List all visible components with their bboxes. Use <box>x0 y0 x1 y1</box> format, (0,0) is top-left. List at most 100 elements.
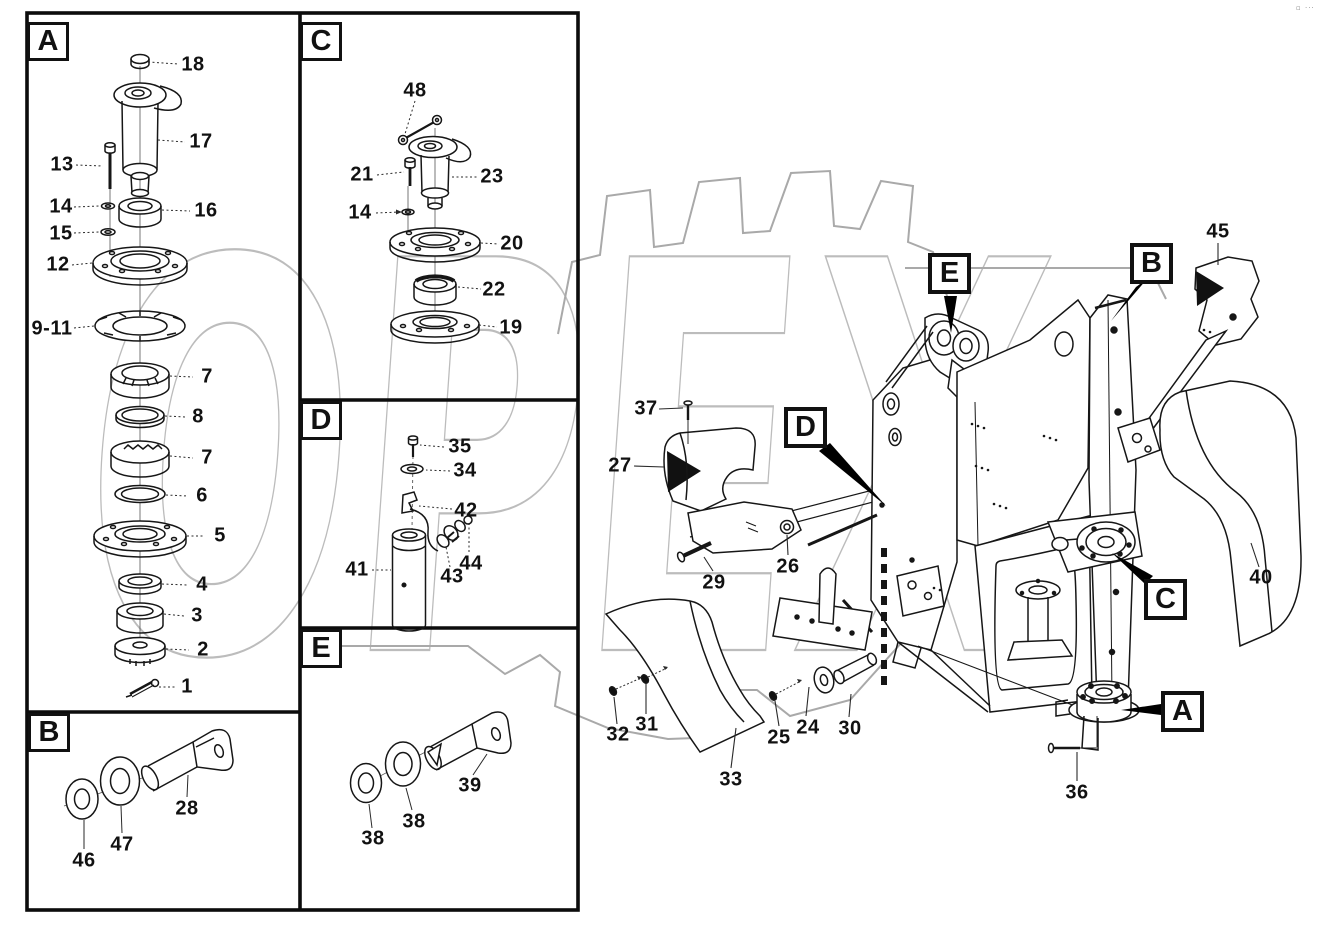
part-label-28: 28 <box>175 797 199 820</box>
panel-c-leaders <box>375 100 500 328</box>
part-19-flange <box>390 310 480 344</box>
panel-borders <box>25 11 580 912</box>
part-label-46: 46 <box>72 849 96 872</box>
part-label-20: 20 <box>500 232 524 255</box>
rod-anchor-plate <box>896 565 945 617</box>
part-label-42: 42 <box>454 499 478 522</box>
part-47-washer <box>99 756 141 806</box>
part-label-17: 17 <box>189 130 213 153</box>
part-14-washer <box>100 202 116 210</box>
part-label-7-lower: 7 <box>201 446 213 469</box>
part-label-43: 43 <box>440 565 464 588</box>
part-label-6: 6 <box>196 484 208 507</box>
part-label-7-upper: 7 <box>201 365 213 388</box>
hub-a <box>1055 680 1140 751</box>
part-8-ring <box>115 405 165 429</box>
part-34-washer <box>400 463 424 475</box>
part-label-29: 29 <box>702 571 726 594</box>
part-label-13: 13 <box>50 153 74 176</box>
bracket-27 <box>663 427 802 554</box>
panel-c-parts <box>375 100 500 344</box>
part-label-40: 40 <box>1249 566 1273 589</box>
part-label-21: 21 <box>350 163 374 186</box>
part-7-bearing-upper <box>110 362 170 399</box>
part-3-bushing <box>116 602 164 634</box>
part-41-cylinder <box>391 528 427 632</box>
tilt-rod <box>917 645 1097 715</box>
panel-b-leaders <box>83 774 189 849</box>
part-5-flange <box>93 520 187 558</box>
part-16-bushing <box>118 197 162 228</box>
callout-box-b: B <box>1130 243 1173 284</box>
part-label-9-11: 9-11 <box>31 317 73 340</box>
panel-label-d: D <box>300 401 342 440</box>
part-14-washer-c <box>401 208 415 216</box>
part-label-37: 37 <box>634 397 658 420</box>
part-label-15: 15 <box>49 222 73 245</box>
part-17-pin <box>113 82 183 198</box>
panel-letter-a: A <box>37 25 59 57</box>
part-label-36: 36 <box>1065 781 1089 804</box>
callout-arrow-a <box>1121 704 1161 715</box>
part-label-12: 12 <box>46 253 70 276</box>
part-6-ring <box>114 484 166 504</box>
callout-box-c: C <box>1144 579 1187 620</box>
part-label-39: 39 <box>458 774 482 797</box>
part-label-16: 16 <box>194 199 218 222</box>
part-12-flange <box>92 246 188 286</box>
bracket-45 <box>1117 256 1260 463</box>
part-label-2: 2 <box>197 638 209 661</box>
part-label-8: 8 <box>192 405 204 428</box>
part-35-bolt <box>407 435 419 457</box>
part-label-47: 47 <box>110 833 134 856</box>
part-28-pin <box>140 728 234 792</box>
part-label-23: 23 <box>480 165 504 188</box>
panel-label-c: C <box>300 22 342 61</box>
part-15-washer <box>100 228 116 236</box>
part-39-pin <box>424 711 512 771</box>
part-46-washer <box>65 778 99 820</box>
fender-40 <box>1159 380 1302 648</box>
part-22-bushing <box>413 274 457 306</box>
part-38-washer-2 <box>384 741 422 787</box>
part-1-cotter-pin <box>125 678 160 698</box>
part-label-38-1: 38 <box>361 827 385 850</box>
panel-letter-b: B <box>38 716 60 748</box>
callout-arrow-c <box>1112 553 1153 584</box>
part-label-31: 31 <box>635 713 659 736</box>
frame-pedestal <box>1006 578 1074 661</box>
leader-arrow-14 <box>396 209 402 215</box>
black-arrow-27 <box>667 451 701 492</box>
part-48-link <box>397 114 443 146</box>
part-label-22: 22 <box>482 278 506 301</box>
part-4-ring <box>118 573 162 595</box>
part-20-flange <box>389 227 481 263</box>
callout-letter-a: A <box>1172 695 1193 727</box>
panel-label-e: E <box>300 629 342 668</box>
part-9-11-lockplate <box>94 310 186 342</box>
corner-mark: ▫ ··· <box>1296 4 1315 12</box>
part-2-cap <box>114 636 166 666</box>
part-13-bolt <box>104 142 116 189</box>
main-leader-lines <box>613 243 1260 781</box>
part-label-30: 30 <box>838 717 862 740</box>
fender-33 <box>604 598 766 753</box>
part-18-cap <box>130 53 150 70</box>
weld-marks <box>932 328 1212 592</box>
part-label-19: 19 <box>499 316 523 339</box>
part-label-24: 24 <box>796 716 820 739</box>
part-label-44: 44 <box>459 552 483 575</box>
part-label-3: 3 <box>191 604 203 627</box>
callout-box-e: E <box>928 253 971 294</box>
part-label-25: 25 <box>767 726 791 749</box>
part-label-26: 26 <box>776 555 800 578</box>
callout-arrow-b <box>1111 279 1147 321</box>
part-42-clip <box>401 491 439 552</box>
watermark-gear-bottom <box>300 640 904 741</box>
callout-box-a: A <box>1161 691 1204 732</box>
callout-box-d: D <box>784 407 827 448</box>
callout-letter-d: D <box>795 411 816 443</box>
panel-letter-d: D <box>310 404 332 436</box>
